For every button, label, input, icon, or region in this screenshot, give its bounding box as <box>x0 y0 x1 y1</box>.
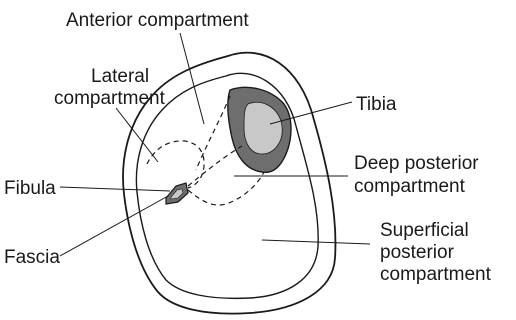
anterior-intermuscular-septum <box>147 141 204 188</box>
anterior-compartment-boundary <box>196 96 230 170</box>
anterior-compartment-label: Anterior compartment <box>66 10 249 31</box>
lateral-compartment-label-line2: compartment <box>54 88 166 109</box>
fascia-label: Fascia <box>4 247 60 268</box>
superficial-posterior-label-line3: compartment <box>380 264 492 285</box>
superficial-posterior-label-line1: Superficial <box>380 220 469 241</box>
deep-posterior-label-line1: Deep posterior <box>354 153 479 174</box>
superficial-posterior-label-line2: posterior <box>380 242 455 263</box>
interosseous-membrane <box>188 146 242 186</box>
transverse-intermuscular-septum <box>188 172 264 205</box>
superficial-leader <box>262 240 370 244</box>
anterior-leader <box>180 33 204 124</box>
fibula-leader <box>60 187 170 191</box>
lateral-compartment-label-line1: Lateral <box>91 66 149 87</box>
deep-posterior-label-line2: compartment <box>354 176 466 197</box>
fibula-label: Fibula <box>4 178 56 199</box>
fascia-leader <box>60 196 168 256</box>
tibia-label: Tibia <box>356 94 397 115</box>
